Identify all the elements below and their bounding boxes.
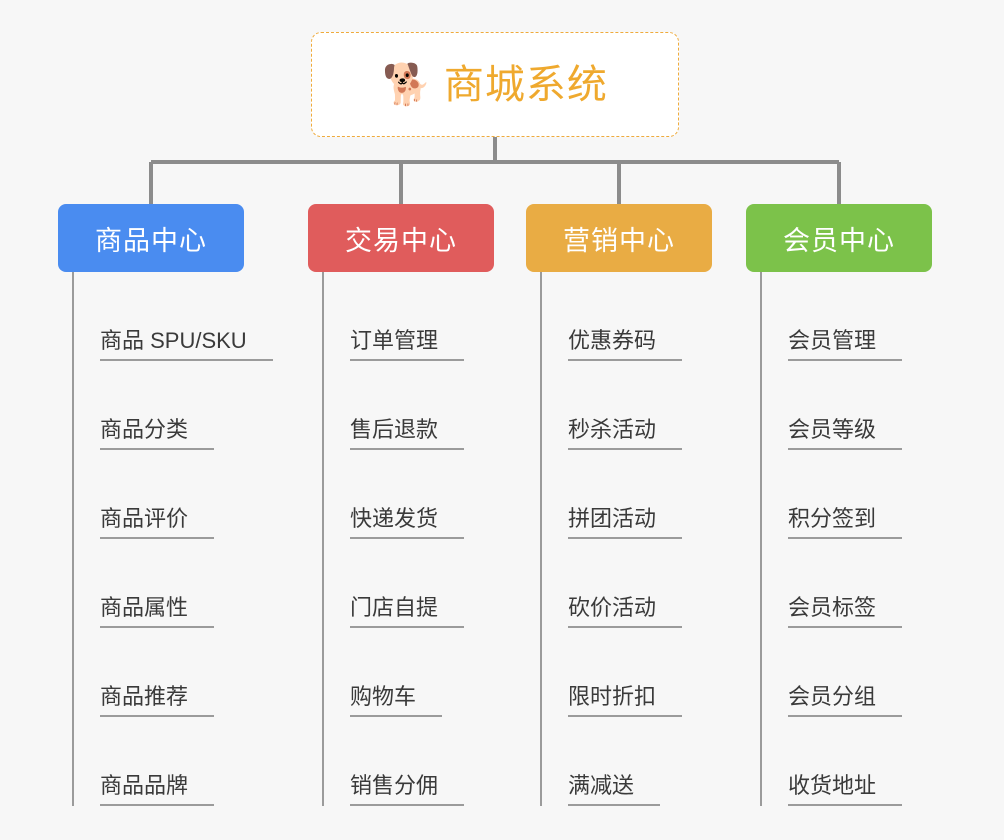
leaf-item[interactable]: 会员管理 [760, 272, 932, 361]
leaf-item-label: 购物车 [350, 685, 443, 717]
branch-header-2[interactable]: 交易中心 [308, 204, 494, 272]
leaf-item-label: 收货地址 [788, 774, 903, 806]
leaf-item[interactable]: 商品评价 [72, 450, 273, 539]
branch-spine [540, 272, 542, 806]
leaf-item-label: 销售分佣 [350, 774, 465, 806]
leaf-item[interactable]: 商品分类 [72, 361, 273, 450]
leaf-item[interactable]: 门店自提 [322, 539, 494, 628]
branch-header-1[interactable]: 商品中心 [58, 204, 244, 272]
leaf-item[interactable]: 订单管理 [322, 272, 494, 361]
leaf-item[interactable]: 商品属性 [72, 539, 273, 628]
leaf-item[interactable]: 销售分佣 [322, 717, 494, 806]
leaf-item[interactable]: 满减送 [540, 717, 712, 806]
leaf-item[interactable]: 收货地址 [760, 717, 932, 806]
leaf-item-label: 商品推荐 [100, 685, 215, 717]
leaf-item-label: 拼团活动 [568, 507, 683, 539]
leaf-item-label: 商品评价 [100, 507, 215, 539]
leaf-item-label: 会员等级 [788, 418, 903, 450]
leaf-item[interactable]: 积分签到 [760, 450, 932, 539]
leaf-item-label: 会员管理 [788, 329, 903, 361]
leaf-item-label: 商品品牌 [100, 774, 215, 806]
branch-item-list-2: 订单管理售后退款快递发货门店自提购物车销售分佣 [322, 272, 494, 806]
branch-header-3[interactable]: 营销中心 [526, 204, 712, 272]
branch-column-3: 营销中心优惠券码秒杀活动拼团活动砍价活动限时折扣满减送 [526, 204, 712, 806]
leaf-item[interactable]: 快递发货 [322, 450, 494, 539]
leaf-item-label: 订单管理 [350, 329, 465, 361]
root-node[interactable]: 🐕 商城系统 [311, 32, 679, 137]
branch-item-list-1: 商品 SPU/SKU 商品分类商品评价商品属性商品推荐商品品牌 [72, 272, 273, 806]
branch-column-1: 商品中心商品 SPU/SKU 商品分类商品评价商品属性商品推荐商品品牌 [58, 204, 273, 806]
branch-spine [760, 272, 762, 806]
leaf-item[interactable]: 砍价活动 [540, 539, 712, 628]
leaf-item-label: 会员分组 [788, 685, 903, 717]
branch-header-label: 商品中心 [95, 225, 207, 256]
leaf-item[interactable]: 会员等级 [760, 361, 932, 450]
leaf-item-label: 优惠券码 [568, 329, 683, 361]
leaf-item-label: 会员标签 [788, 596, 903, 628]
leaf-item[interactable]: 秒杀活动 [540, 361, 712, 450]
branch-item-list-3: 优惠券码秒杀活动拼团活动砍价活动限时折扣满减送 [540, 272, 712, 806]
branch-spine [322, 272, 324, 806]
branch-column-4: 会员中心会员管理会员等级积分签到会员标签会员分组收货地址 [746, 204, 932, 806]
leaf-item-label: 秒杀活动 [568, 418, 683, 450]
dog-face-icon: 🐕 [382, 62, 432, 107]
root-node-label: 商城系统 [443, 62, 608, 107]
leaf-item-label: 砍价活动 [568, 596, 683, 628]
leaf-item-label: 限时折扣 [568, 685, 683, 717]
leaf-item-label: 售后退款 [350, 418, 465, 450]
leaf-item[interactable]: 限时折扣 [540, 628, 712, 717]
leaf-item[interactable]: 购物车 [322, 628, 494, 717]
leaf-item[interactable]: 拼团活动 [540, 450, 712, 539]
branch-item-list-4: 会员管理会员等级积分签到会员标签会员分组收货地址 [760, 272, 932, 806]
leaf-item[interactable]: 商品 SPU/SKU [72, 272, 273, 361]
leaf-item[interactable]: 会员分组 [760, 628, 932, 717]
leaf-item-label: 门店自提 [350, 596, 465, 628]
leaf-item-label: 满减送 [568, 774, 661, 806]
leaf-item-label: 商品 SPU/SKU [100, 329, 273, 361]
leaf-item[interactable]: 会员标签 [760, 539, 932, 628]
branch-header-4[interactable]: 会员中心 [746, 204, 932, 272]
leaf-item[interactable]: 优惠券码 [540, 272, 712, 361]
branch-spine [72, 272, 74, 806]
branch-column-2: 交易中心订单管理售后退款快递发货门店自提购物车销售分佣 [308, 204, 494, 806]
leaf-item-label: 积分签到 [788, 507, 903, 539]
leaf-item[interactable]: 售后退款 [322, 361, 494, 450]
leaf-item-label: 商品属性 [100, 596, 215, 628]
branch-header-label: 交易中心 [345, 225, 457, 256]
leaf-item[interactable]: 商品品牌 [72, 717, 273, 806]
leaf-item[interactable]: 商品推荐 [72, 628, 273, 717]
leaf-item-label: 商品分类 [100, 418, 215, 450]
branch-header-label: 营销中心 [563, 225, 675, 256]
branch-header-label: 会员中心 [783, 225, 895, 256]
leaf-item-label: 快递发货 [350, 507, 465, 539]
